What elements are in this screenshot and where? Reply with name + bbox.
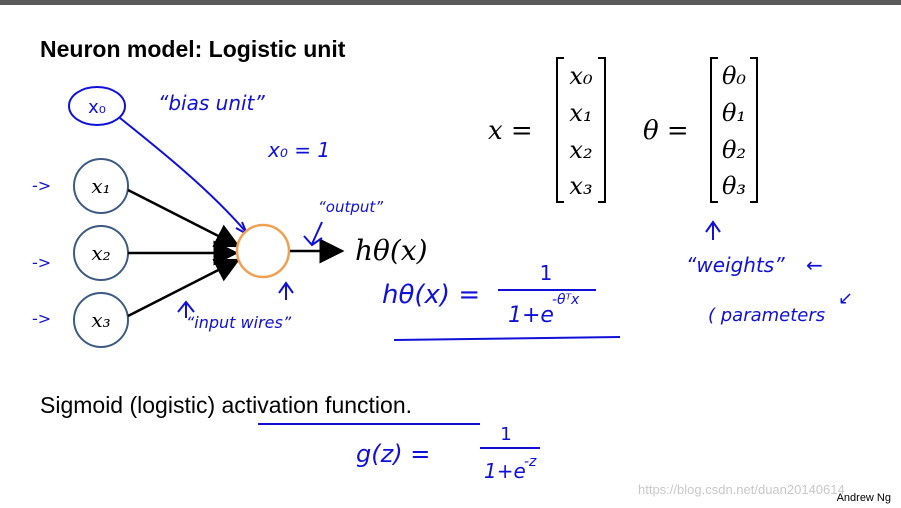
theta-vector-label: θ =: [643, 116, 689, 146]
x-vector-entry-0: x₀: [569, 62, 593, 90]
g-formula-numerator: 1: [500, 424, 511, 445]
author-credit: Andrew Ng: [836, 492, 891, 504]
input-node-1-label: x₁: [91, 174, 110, 198]
output-node: [235, 223, 291, 279]
bias-node: [68, 86, 126, 126]
theta-vector-entry-3: θ₃: [722, 172, 746, 200]
input-node-1: [73, 158, 129, 214]
parameters-note-arrow: ↙: [838, 288, 853, 309]
input-node-3-label: x₃: [91, 308, 110, 332]
weights-pointer: [705, 220, 721, 240]
x-vector-right-bracket: [598, 57, 606, 203]
input-tick-1: ->: [32, 176, 51, 195]
theta-vector-entry-1: θ₁: [722, 99, 746, 127]
hypothesis-label: hθ(x): [355, 234, 428, 267]
weights-note: “weights”: [686, 253, 785, 277]
g-formula-lhs: g(z) =: [356, 440, 430, 468]
input-node-3: [73, 292, 129, 348]
input-tick-2: ->: [32, 253, 51, 272]
g-formula-denominator: 1+e: [484, 459, 526, 483]
input-tick-3: ->: [32, 309, 51, 328]
wire-3: [127, 258, 241, 318]
h-formula-underline: [393, 336, 621, 341]
h-formula-numerator: 1: [540, 261, 553, 285]
bias-node-label: x₀: [88, 97, 106, 118]
watermark: https://blog.csdn.net/duan20140614: [638, 482, 845, 497]
slide-subtitle: Sigmoid (logistic) activation function.: [40, 392, 412, 418]
g-formula-exponent: -z: [524, 454, 537, 470]
input-wires-arrow: [177, 300, 195, 318]
output-node-pointer: [278, 281, 294, 300]
x-vector-entry-2: x₂: [569, 136, 592, 164]
output-note-arrow: [303, 221, 323, 247]
theta-vector-left-bracket: [710, 57, 718, 203]
h-formula-exponent: -θᵀx: [552, 292, 580, 308]
parameters-note: ( parameters: [708, 305, 825, 326]
theta-vector-entry-0: θ₀: [722, 62, 746, 90]
x-vector-label: x =: [488, 116, 533, 146]
input-wires-note: “input wires”: [186, 313, 292, 332]
top-bar: [0, 0, 901, 5]
input-node-2-label: x₂: [91, 241, 110, 265]
slide-title: Neuron model: Logistic unit: [40, 36, 346, 62]
x-vector-entry-1: x₁: [569, 99, 592, 127]
bias-unit-note: “bias unit”: [158, 91, 265, 115]
bias-wire: [119, 117, 247, 233]
h-formula-lhs: hθ(x) =: [382, 280, 480, 310]
h-formula-denominator: 1+e: [508, 303, 554, 328]
weights-note-arrow: ←: [806, 253, 823, 277]
output-note: “output”: [318, 198, 383, 216]
x0-equals-note: x₀ = 1: [267, 138, 330, 162]
wire-1: [127, 188, 241, 248]
x-vector-left-bracket: [556, 57, 564, 203]
theta-vector-entry-2: θ₂: [722, 136, 746, 164]
theta-vector-right-bracket: [750, 57, 758, 203]
x-vector-entry-3: x₃: [569, 172, 592, 200]
